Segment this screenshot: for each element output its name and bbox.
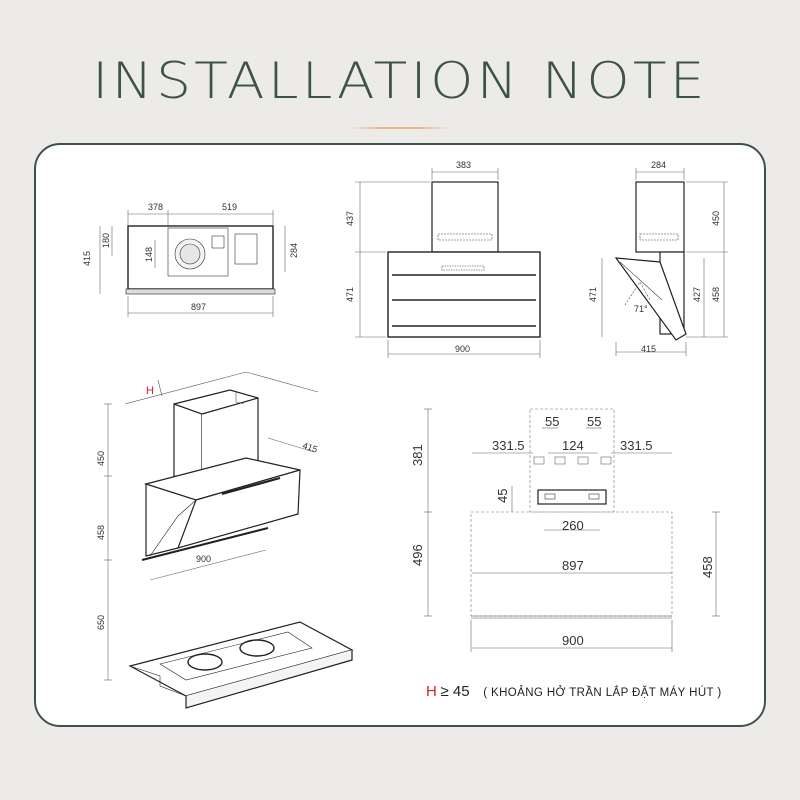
dim-148: 148	[144, 247, 154, 262]
dim-496: 496	[410, 544, 425, 566]
dim-415-side: 415	[641, 344, 656, 354]
dim-260: 260	[562, 518, 584, 533]
dim-284-top: 284	[289, 243, 299, 258]
dim-331-right: 331.5	[620, 438, 653, 453]
dim-383: 383	[456, 160, 471, 170]
note-text: ( KHOẢNG HỞ TRẦN LẮP ĐẶT MÁY HÚT )	[483, 687, 722, 699]
dim-450-iso: 450	[96, 451, 106, 466]
dim-415-top: 415	[82, 251, 92, 266]
dim-897-top: 897	[191, 302, 206, 312]
dim-180: 180	[101, 233, 111, 248]
dim-450-side: 450	[711, 211, 721, 226]
dim-415-iso: 415	[301, 440, 318, 454]
dim-45: 45	[495, 489, 510, 503]
top-view	[99, 210, 286, 317]
dim-55-right: 55	[587, 414, 601, 429]
note-h: H	[426, 683, 437, 700]
front-view-labels: 383 437 471 900	[345, 160, 471, 354]
dim-458-side: 458	[711, 287, 721, 302]
note-relation: ≥ 45	[440, 683, 470, 700]
mount-view	[424, 408, 720, 652]
dim-427: 427	[692, 287, 702, 302]
dim-900-mount: 900	[562, 633, 584, 648]
dim-381: 381	[410, 444, 425, 466]
top-view-labels: 378 519 897 415 180 284 148	[82, 202, 299, 312]
dim-650: 650	[96, 615, 106, 630]
ceiling-gap-note: H ≥ 45 ( KHOẢNG HỞ TRẦN LẮP ĐẶT MÁY HÚT …	[426, 683, 722, 700]
dim-471-side: 471	[588, 287, 598, 302]
iso-view-labels: H 415 450 458 900 650	[96, 385, 319, 630]
dim-331-left: 331.5	[492, 438, 525, 453]
title-underline	[350, 127, 450, 129]
dim-900-iso: 900	[196, 554, 211, 564]
dim-471-front: 471	[345, 287, 355, 302]
dim-437: 437	[345, 211, 355, 226]
dim-458-iso: 458	[96, 525, 106, 540]
mount-view-labels: 55 55 331.5 124 331.5 381 45 260 496 897…	[410, 414, 715, 648]
side-view-labels: 284 450 471 427 458 415 71°	[588, 160, 721, 354]
ceiling-gap-label: H	[146, 385, 154, 397]
dim-55-left: 55	[545, 414, 559, 429]
dim-124: 124	[562, 438, 584, 453]
dim-897-mount: 897	[562, 558, 584, 573]
dim-284-side: 284	[651, 160, 666, 170]
dim-458-mount: 458	[700, 556, 715, 578]
dim-378: 378	[148, 202, 163, 212]
side-view	[601, 168, 728, 356]
page-title: INSTALLATION NOTE	[92, 52, 708, 110]
front-view	[355, 168, 541, 358]
angle-71: 71°	[634, 304, 648, 314]
iso-view	[104, 371, 354, 709]
dim-519: 519	[222, 202, 237, 212]
dim-900-front: 900	[455, 344, 470, 354]
